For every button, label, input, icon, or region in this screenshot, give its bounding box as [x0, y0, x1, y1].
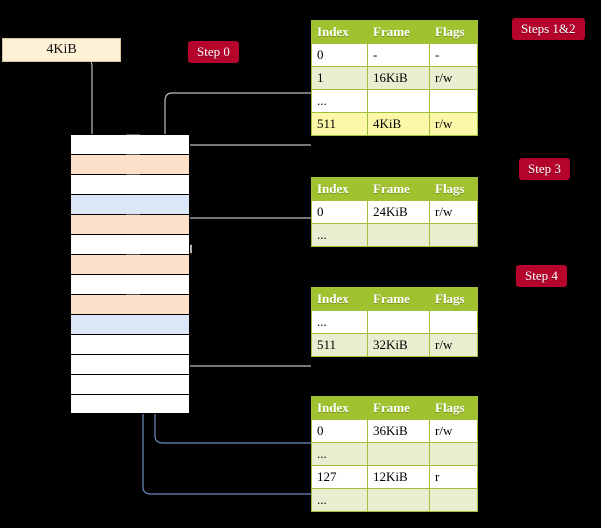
frame-tick-mark: [126, 254, 140, 255]
memory-frame-row: [70, 214, 190, 234]
table-cell-index: 0: [311, 419, 368, 443]
memory-frame-row: [70, 274, 190, 294]
column-header-frame: Frame: [367, 177, 430, 201]
table-cell-frame: 16KiB: [367, 66, 430, 90]
table-cell-flags: [429, 89, 478, 113]
table-cell-flags: r/w: [429, 419, 478, 443]
link-table4-row511-to-frame: [174, 143, 311, 153]
column-header-flags: Flags: [429, 287, 478, 311]
virtual-address-label: 4KiB: [2, 38, 121, 62]
column-header-index: Index: [311, 20, 368, 44]
column-header-index: Index: [311, 287, 368, 311]
memory-frame-row: [70, 254, 190, 274]
table-row: ...: [311, 488, 478, 512]
table-row: 0--: [311, 43, 478, 67]
link-table2-row511-to-frame: [173, 298, 311, 367]
table-cell-frame: [367, 310, 430, 334]
frame-tick-mark: [126, 214, 140, 215]
frame-tick-mark: [126, 174, 140, 175]
table-cell-frame: 24KiB: [367, 200, 430, 224]
table-cell-frame: [367, 89, 430, 113]
table-cell-frame: 36KiB: [367, 419, 430, 443]
table-cell-flags: [429, 488, 478, 512]
table-cell-frame: 12KiB: [367, 465, 430, 489]
table-cell-index: ...: [311, 488, 368, 512]
step-badge-step-4: Step 4: [516, 265, 567, 287]
memory-frame-row: [70, 294, 190, 314]
table-row: ...: [311, 310, 478, 334]
memory-frame-row: [70, 334, 190, 354]
memory-frame-row: [70, 354, 190, 374]
frame-tick-mark: [126, 154, 140, 155]
column-header-frame: Frame: [367, 396, 430, 420]
table-row: ...: [311, 89, 478, 113]
table-cell-flags: r/w: [429, 112, 478, 136]
step-badge-step-3: Step 3: [519, 158, 570, 180]
table-cell-index: 511: [311, 112, 368, 136]
table-cell-flags: -: [429, 43, 478, 67]
table-cell-index: 0: [311, 43, 368, 67]
frame-tick-mark: [126, 294, 140, 295]
column-header-frame: Frame: [367, 20, 430, 44]
step-badge-step-0: Step 0: [188, 41, 239, 63]
frame-tick-mark: [126, 134, 140, 135]
table-cell-index: ...: [311, 310, 368, 334]
table-cell-flags: r: [429, 465, 478, 489]
table-row: ...: [311, 442, 478, 466]
column-header-flags: Flags: [429, 20, 478, 44]
table-cell-frame: 4KiB: [367, 112, 430, 136]
table-cell-flags: [429, 442, 478, 466]
memory-frame-row: [70, 314, 190, 334]
memory-frame-row: [70, 174, 190, 194]
table-cell-frame: [367, 442, 430, 466]
memory-frame-row: [70, 234, 190, 254]
table-cell-frame: [367, 223, 430, 247]
table-cell-frame: [367, 488, 430, 512]
column-header-index: Index: [311, 177, 368, 201]
physical-memory-frames: [70, 134, 190, 414]
table-cell-flags: [429, 223, 478, 247]
table-cell-flags: r/w: [429, 200, 478, 224]
column-header-flags: Flags: [429, 177, 478, 201]
table-cell-frame: -: [367, 43, 430, 67]
table-cell-flags: [429, 310, 478, 334]
table-cell-index: ...: [311, 89, 368, 113]
table-cell-frame: 32KiB: [367, 333, 430, 357]
memory-frame-row: [70, 134, 190, 154]
column-header-flags: Flags: [429, 396, 478, 420]
table-cell-index: 127: [311, 465, 368, 489]
column-header-frame: Frame: [367, 287, 430, 311]
table-cell-index: ...: [311, 223, 368, 247]
table-cell-index: 0: [311, 200, 368, 224]
memory-frame-row: [70, 194, 190, 214]
table-cell-index: 511: [311, 333, 368, 357]
table-row: ...: [311, 223, 478, 247]
link-table3-row0-to-frame: [181, 217, 311, 254]
table-cell-index: 1: [311, 66, 368, 90]
step-badge-steps-1-2: Steps 1&2: [512, 18, 585, 40]
memory-frame-row: [70, 394, 190, 414]
table-cell-index: ...: [311, 442, 368, 466]
memory-frame-row: [70, 154, 190, 174]
table-cell-flags: r/w: [429, 66, 478, 90]
column-header-index: Index: [311, 396, 368, 420]
table-cell-flags: r/w: [429, 333, 478, 357]
memory-frame-row: [70, 374, 190, 394]
